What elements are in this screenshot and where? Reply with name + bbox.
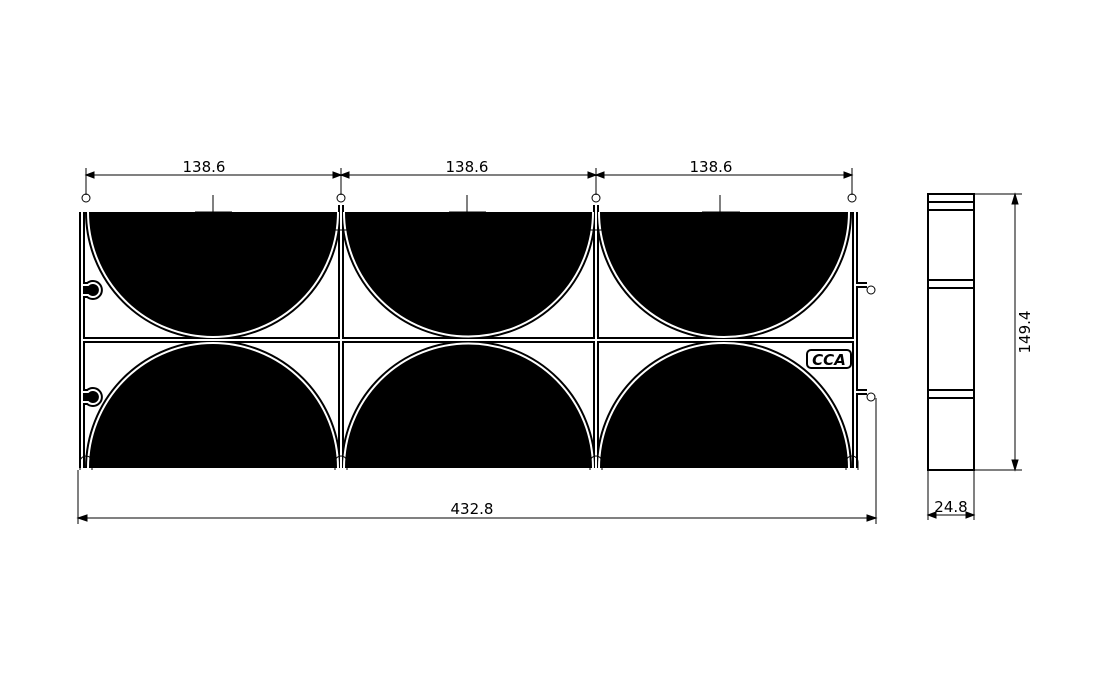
front-view: CCA: [80, 193, 876, 470]
side-view: 149.4 24.8: [926, 192, 1034, 520]
dim-overall-length: 432.8: [451, 500, 494, 518]
dim-center-pitch-1: 138.6: [371, 234, 414, 252]
dim-pitch-2: 138.6: [446, 158, 489, 176]
dim-thickness: 24.8: [934, 498, 967, 516]
dim-height: 149.4: [1016, 311, 1034, 354]
cca-logo: CCA: [806, 349, 852, 369]
dim-radius: R65.3: [185, 254, 229, 272]
dim-pitch-3: 138.6: [690, 158, 733, 176]
dimension-lines: [76, 168, 878, 524]
dim-center-pitch-2: 138.6: [636, 234, 679, 252]
dim-pitch-1: 138.6: [183, 158, 226, 176]
svg-text:CCA: CCA: [812, 351, 846, 369]
